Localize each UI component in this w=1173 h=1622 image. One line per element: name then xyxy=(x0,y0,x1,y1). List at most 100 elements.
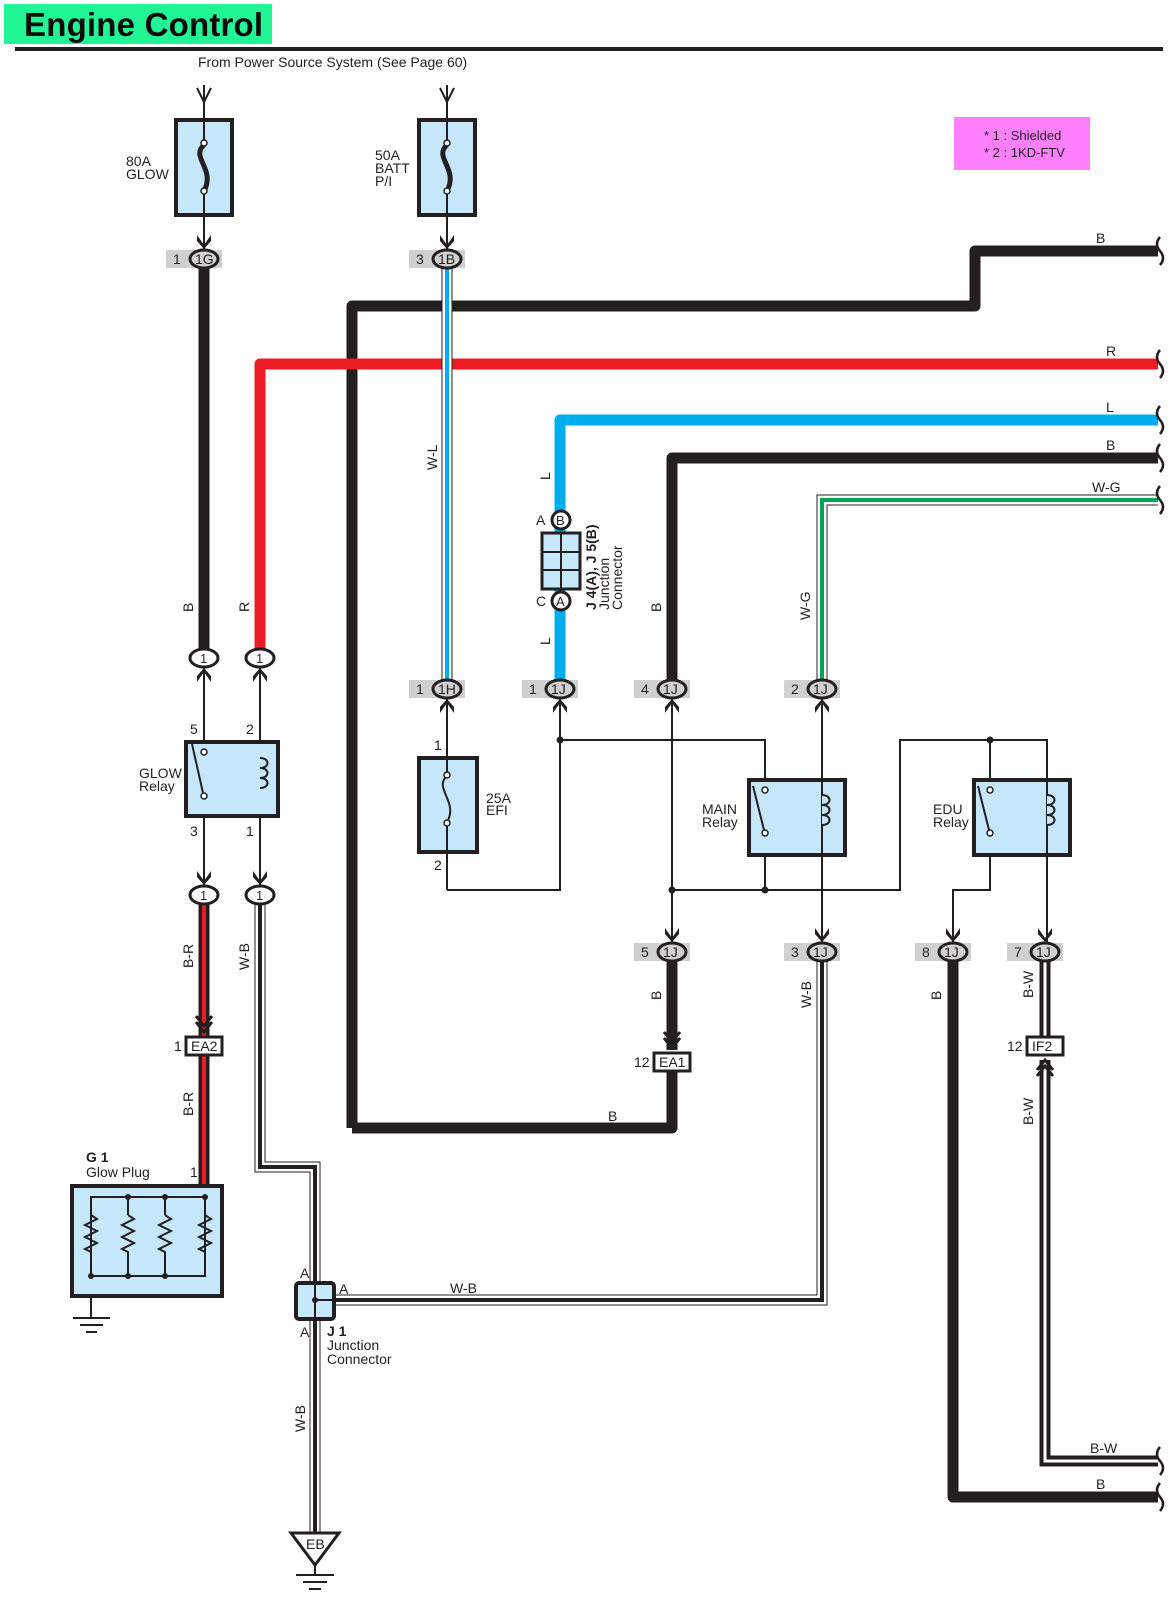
inline-connector-pin: 1 xyxy=(256,651,263,666)
connector-pin: 7 xyxy=(1014,944,1022,960)
wire-label-bw-lower: B-W xyxy=(1020,1097,1036,1125)
fuse-efi-pin-top: 1 xyxy=(434,737,442,753)
junction-j1 xyxy=(294,1281,336,1321)
j1-name: J 1 xyxy=(327,1323,347,1339)
wire-w-g xyxy=(816,494,1158,680)
glow-relay-label-2: Relay xyxy=(139,778,175,794)
connector-c1g: 1 1G xyxy=(166,235,222,270)
connector-id: 1J xyxy=(663,944,678,960)
wire-label-b-main: B xyxy=(648,603,664,612)
edu-relay-label: EDU xyxy=(933,801,963,817)
wire-b-mid xyxy=(666,452,1158,680)
wire-label-r-right: R xyxy=(1106,343,1116,359)
wire-r xyxy=(254,358,1158,650)
j4-top-pin: B xyxy=(556,513,565,528)
inline-connector-pin: 1 xyxy=(200,651,207,666)
connector-pin: 1 xyxy=(416,681,424,697)
connector-c1j_4: 4 1J xyxy=(634,678,690,713)
wire-label-b-loop: B xyxy=(608,1108,617,1124)
j4-bottom-pin: A xyxy=(556,594,565,609)
wire-label-wb-mid: W-B xyxy=(798,981,814,1008)
wire-label-b-top-right: B xyxy=(1096,230,1105,246)
wire-label-b-ea1: B xyxy=(648,991,664,1000)
connector-c1h: 1 1H xyxy=(409,678,465,713)
connector-pin: 4 xyxy=(641,681,649,697)
fuse-batt-name: BATT xyxy=(375,160,410,176)
connector-id: 1J xyxy=(944,944,959,960)
legend-line-2: * 2 : 1KD-FTV xyxy=(984,145,1065,160)
connector-id: EA1 xyxy=(659,1054,686,1070)
wire-labels: B R L B W-G B-W B B W-B W-L L L B W-G B … xyxy=(180,230,1121,1492)
legend-line-1: * 1 : Shielded xyxy=(984,128,1061,143)
connector-id: 1B xyxy=(438,251,455,267)
source-arrows xyxy=(196,87,455,105)
ground-symbol-glow-plug xyxy=(73,1296,110,1333)
connector-c1b: 3 1B xyxy=(409,235,465,270)
fuse-batt-rating: 50A xyxy=(375,147,401,163)
edu-relay xyxy=(972,778,1072,857)
wire-b-edu xyxy=(947,960,1158,1503)
connector-id: 1J xyxy=(663,681,678,697)
fuse-80a-glow xyxy=(174,118,234,217)
fuse-efi-rating: 25A xyxy=(486,790,512,806)
connector-id: 1G xyxy=(195,251,214,267)
connector-pin: 12 xyxy=(1007,1038,1023,1054)
j1-pin-right: A xyxy=(339,1281,349,1297)
wire-label-l-lower: L xyxy=(537,637,553,645)
connector-id: 1J xyxy=(813,681,828,697)
wire-label-l-right: L xyxy=(1106,399,1114,415)
glow-relay-pin-1: 1 xyxy=(246,823,254,839)
wire-label-wg-right: W-G xyxy=(1092,479,1121,495)
wire-label-wb-ground: W-B xyxy=(292,1405,308,1432)
fuse-efi-name: EFI xyxy=(486,802,508,818)
connector-id: EA2 xyxy=(191,1038,218,1054)
connector-ea1: EA1 12 xyxy=(634,1031,692,1073)
wire-w-b-mid xyxy=(335,960,828,1306)
wire-label-bw-upper: B-W xyxy=(1020,970,1036,998)
fuse-50a-batt xyxy=(417,118,477,217)
legend-bg xyxy=(954,117,1090,170)
inline-connector-glow_out_br: 1 xyxy=(188,871,220,906)
connector-pin: 1 xyxy=(529,681,537,697)
fuse-glow-rating: 80A xyxy=(126,153,152,169)
connector-c1j_8: 8 1J xyxy=(915,928,971,963)
legend-box: * 1 : Shielded * 2 : 1KD-FTV xyxy=(954,117,1090,170)
page-title-banner: Engine Control xyxy=(4,4,272,44)
title-divider xyxy=(15,47,1163,51)
wire-label-b-edu: B xyxy=(928,991,944,1000)
connector-id: 1H xyxy=(438,681,456,697)
inline-connector-pin: 1 xyxy=(256,888,263,903)
inline-connector-glow_out_wb: 1 xyxy=(244,871,276,906)
j1-desc-2: Connector xyxy=(327,1351,392,1367)
connector-pin: 3 xyxy=(791,944,799,960)
main-relay-label-2: Relay xyxy=(702,814,738,830)
inline-connector-glow_in_b: 1 xyxy=(188,647,220,682)
j1-desc: Junction xyxy=(327,1337,379,1353)
ground-eb-label: EB xyxy=(306,1536,325,1552)
wire-b-w xyxy=(1039,960,1158,1467)
j4-j5-name: J 4(A), J 5(B) xyxy=(583,524,599,610)
wire-label-wg-vertical: W-G xyxy=(797,591,813,620)
connector-pin: 8 xyxy=(922,944,930,960)
connector-pin: 12 xyxy=(634,1054,650,1070)
ground-point-eb xyxy=(288,1531,342,1590)
source-note: From Power Source System (See Page 60) xyxy=(198,54,467,70)
fuse-batt-name-2: P/I xyxy=(375,173,392,189)
fuse-efi-pin-bottom: 2 xyxy=(434,857,442,873)
wire-b-top xyxy=(346,245,1158,1128)
connector-pin: 1 xyxy=(173,251,181,267)
glow-plug-desc: Glow Plug xyxy=(86,1164,150,1180)
wire-label-b-mid-right: B xyxy=(1106,437,1115,453)
connector-pin: 3 xyxy=(416,251,424,267)
wire-w-b-glow xyxy=(254,905,321,1285)
j4-j5-desc-2: Connector xyxy=(609,545,625,610)
wire-continuation-marks xyxy=(1155,236,1165,1512)
wire-label-wb-j1h: W-B xyxy=(450,1280,477,1296)
